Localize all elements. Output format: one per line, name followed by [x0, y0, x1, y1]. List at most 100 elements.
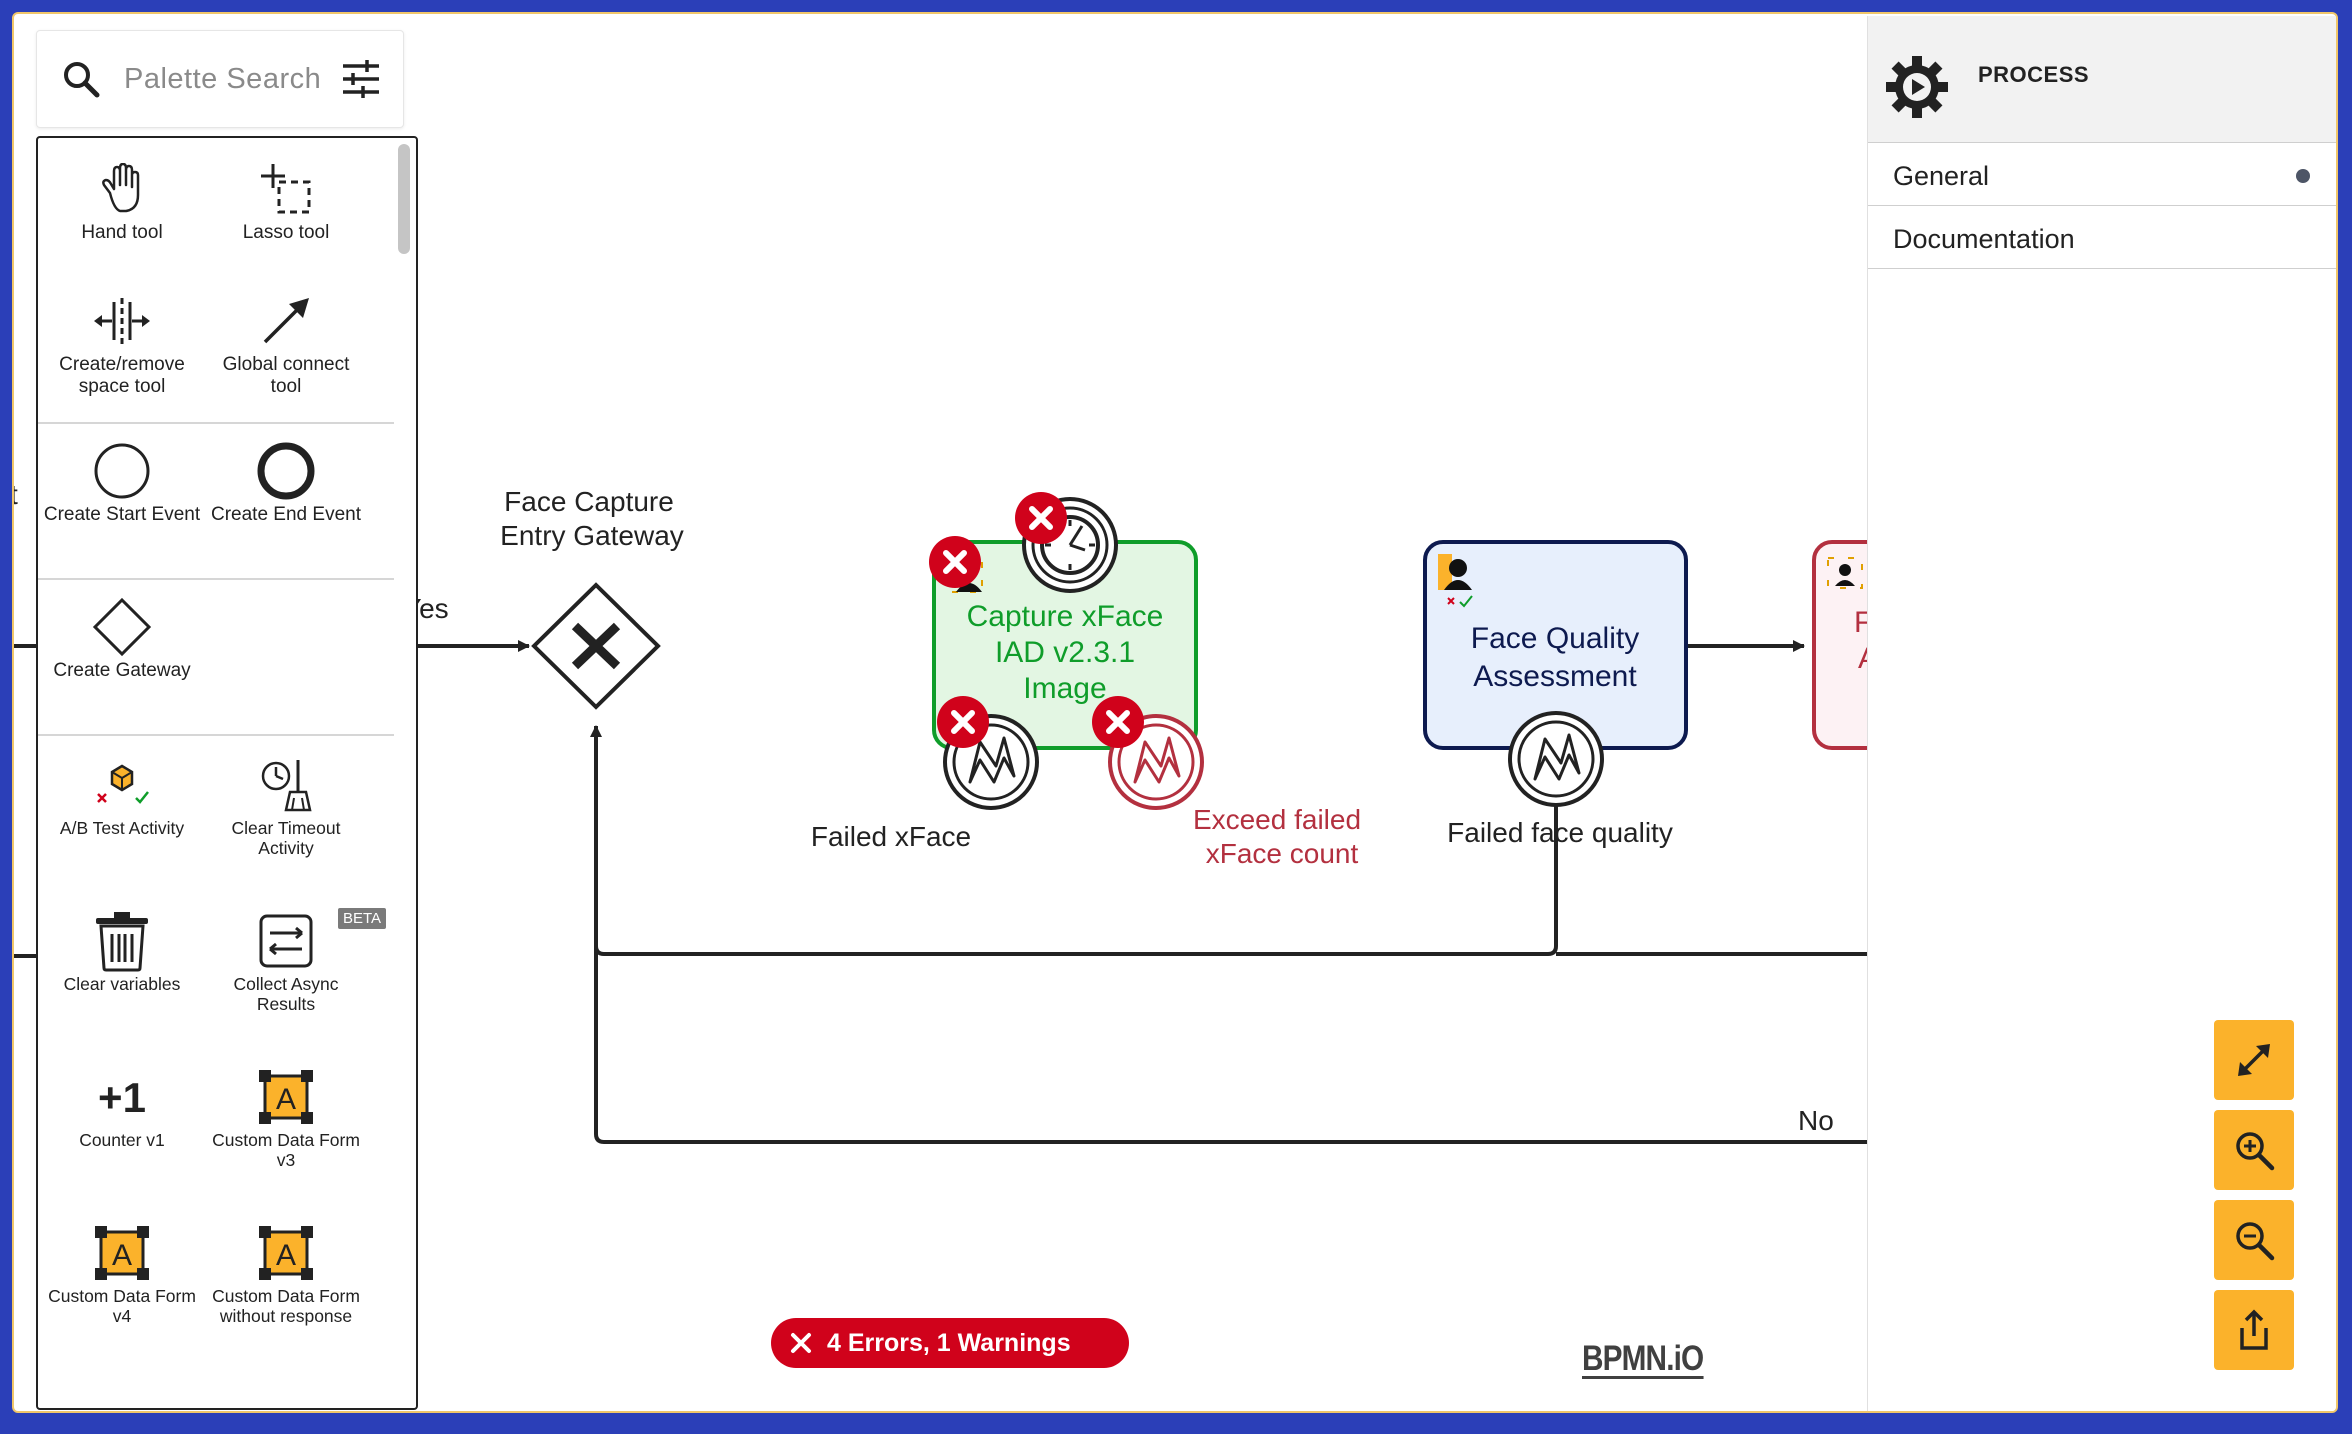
- editor-frame: t Yes No Face Capture Entry Gateway Capt…: [12, 12, 2338, 1413]
- zoom-out-button[interactable]: [2214, 1200, 2294, 1280]
- svg-text:A: A: [276, 1239, 296, 1272]
- tool-label: Lasso tool: [242, 222, 330, 243]
- face-quality-assessment-task[interactable]: Face Quality Assessment: [1423, 540, 1688, 750]
- group-general-label: General: [1893, 161, 1990, 191]
- tool-label: Clear Timeout Activity: [231, 818, 341, 858]
- edge-label-left: t: [14, 479, 18, 510]
- beta-badge: BETA: [338, 908, 387, 929]
- group-documentation-label: Documentation: [1893, 224, 2075, 254]
- counter-v1[interactable]: +1 Counter v1: [42, 1064, 202, 1150]
- svg-text:A: A: [276, 1083, 296, 1116]
- no-label: No: [1798, 1105, 1834, 1136]
- start-event-icon: [94, 443, 150, 499]
- ab-test-icon: [97, 764, 149, 804]
- capture-xface-task[interactable]: Capture xFace IAD v2.3.1 Image: [932, 540, 1198, 750]
- ab-test-activity[interactable]: A/B Test Activity: [42, 752, 202, 838]
- group-general[interactable]: General: [1868, 143, 2336, 206]
- zoom-in-icon: [2236, 1132, 2275, 1171]
- tool-label: Clear variables: [63, 974, 181, 994]
- lasso-tool[interactable]: Lasso tool: [206, 156, 366, 244]
- palette-separator: [38, 422, 394, 424]
- properties-title: PROCESS: [1978, 62, 2090, 87]
- create-start-event[interactable]: Create Start Event: [42, 438, 202, 526]
- tool-label: Global connect tool: [222, 354, 350, 397]
- create-end-event[interactable]: Create End Event: [206, 438, 366, 526]
- zoom-out-icon: [2236, 1222, 2275, 1261]
- global-connect-tool[interactable]: Global connect tool: [206, 288, 366, 398]
- palette-search[interactable]: Palette Search: [36, 30, 404, 128]
- data-indicator-dot: [2296, 169, 2310, 183]
- tool-label: Collect Async Results: [233, 974, 339, 1014]
- exceed-failed-label-line2: xFace count: [1206, 838, 1359, 869]
- capture-task-line2: IAD v2.3.1: [995, 636, 1135, 669]
- zoom-in-button[interactable]: [2214, 1110, 2294, 1190]
- gateway-label-line1: Face Capture: [504, 486, 674, 517]
- failed-face-quality-label: Failed face quality: [1447, 817, 1673, 848]
- tool-label: Hand tool: [81, 222, 163, 243]
- palette-separator: [38, 578, 394, 580]
- error-marker-icon[interactable]: [937, 696, 989, 748]
- collect-async-results[interactable]: Collect Async Results: [206, 908, 366, 1014]
- clear-timeout-icon: [261, 760, 312, 812]
- fqa-line1: Face Quality: [1471, 622, 1639, 655]
- clear-variables[interactable]: Clear variables: [42, 908, 202, 994]
- sequence-flows: [14, 640, 1868, 1144]
- space-tool-icon: [94, 298, 150, 344]
- exceed-failed-label-line1: Exceed failed: [1193, 804, 1361, 835]
- lasso-icon: [261, 164, 311, 214]
- export-button[interactable]: [2214, 1290, 2294, 1370]
- hand-tool[interactable]: Hand tool: [42, 156, 202, 244]
- capture-task-line3: Image: [1023, 672, 1106, 705]
- data-form-icon: A: [259, 1070, 313, 1124]
- fqa-line2: Assessment: [1473, 660, 1637, 693]
- palette-scrollbar[interactable]: [398, 144, 410, 254]
- create-gateway[interactable]: Create Gateway: [42, 594, 202, 682]
- lint-errors-text: 4 Errors, 1 Warnings: [827, 1328, 1071, 1357]
- lint-errors-button[interactable]: 4 Errors, 1 Warnings: [771, 1318, 1129, 1368]
- data-form-icon: A: [95, 1226, 149, 1280]
- filter-settings-icon[interactable]: [341, 59, 381, 99]
- bpmn-io-logo[interactable]: BPMN.iO: [1582, 1339, 1704, 1379]
- counter-icon: +1: [98, 1074, 146, 1121]
- error-marker-icon[interactable]: [929, 536, 981, 588]
- palette: Hand tool Lasso tool Create/remove space…: [36, 136, 418, 1410]
- error-marker-icon[interactable]: [1092, 696, 1144, 748]
- process-gear-icon: [1886, 56, 1948, 118]
- face-capture-gateway[interactable]: [531, 582, 661, 710]
- group-documentation[interactable]: Documentation: [1868, 206, 2336, 269]
- capture-task-line1: Capture xFace: [967, 600, 1164, 633]
- tool-label: Create Gateway: [53, 660, 191, 681]
- fit-viewport-button[interactable]: [2214, 1020, 2294, 1100]
- user-task-icon: [1438, 554, 1473, 608]
- data-form-icon: A: [259, 1226, 313, 1280]
- trash-icon: [96, 912, 148, 972]
- tool-label: Create/remove space tool: [59, 354, 185, 397]
- connect-arrow-icon: [263, 298, 309, 344]
- palette-search-input[interactable]: Palette Search: [124, 63, 322, 95]
- search-icon: [64, 62, 100, 98]
- custom-data-form-v3[interactable]: A Custom Data Form v3: [206, 1064, 366, 1170]
- custom-data-form-without-response[interactable]: A Custom Data Form without response: [206, 1220, 366, 1326]
- share-export-icon: [2240, 1309, 2268, 1350]
- failed-face-quality-boundary-event[interactable]: [1508, 711, 1604, 807]
- tool-label: Custom Data Form without response: [212, 1286, 360, 1326]
- gateway-label-line2: Entry Gateway: [500, 520, 684, 551]
- svg-text:+1: +1: [98, 1074, 146, 1121]
- svg-text:A: A: [112, 1239, 132, 1272]
- clear-timeout-activity[interactable]: Clear Timeout Activity: [206, 752, 366, 858]
- error-marker-icon[interactable]: [1015, 492, 1067, 544]
- palette-separator: [38, 734, 394, 736]
- tool-label: Custom Data Form v3: [212, 1130, 360, 1170]
- tool-label: A/B Test Activity: [59, 818, 185, 838]
- space-tool[interactable]: Create/remove space tool: [42, 288, 202, 398]
- expand-arrows-icon: [2238, 1044, 2270, 1076]
- tool-label: Create End Event: [211, 504, 361, 525]
- failed-xface-label: Failed xFace: [811, 821, 971, 852]
- end-event-icon: [257, 442, 315, 500]
- gateway-icon: [92, 597, 152, 657]
- properties-header: PROCESS: [1868, 16, 2336, 143]
- tool-label: Create Start Event: [43, 504, 201, 525]
- tool-label: Counter v1: [79, 1130, 165, 1150]
- custom-data-form-v4[interactable]: A Custom Data Form v4: [42, 1220, 202, 1326]
- collect-async-icon: [259, 914, 313, 968]
